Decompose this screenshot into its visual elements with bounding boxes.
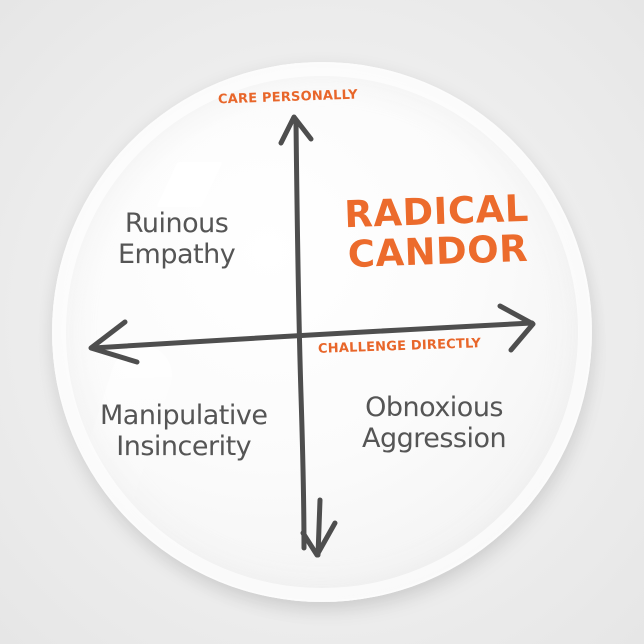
quadrant-label-line: Aggression xyxy=(362,423,507,454)
quadrant-ruinous-empathy: Ruinous Empathy xyxy=(118,208,236,270)
quadrant-label-line: Obnoxious xyxy=(365,392,503,423)
quadrant-label-line: Empathy xyxy=(118,239,236,270)
arrow-right-icon xyxy=(497,303,536,353)
quadrant-label-line: Manipulative xyxy=(100,400,268,431)
arrow-left-icon xyxy=(88,319,140,365)
quadrant-radical-candor: RADICAL CANDOR xyxy=(344,187,531,277)
quadrant-label-line: Ruinous xyxy=(124,208,229,239)
quadrant-label-line: CANDOR xyxy=(347,226,529,277)
arrow-up-icon xyxy=(278,114,314,146)
horizontal-axis-line xyxy=(90,320,535,351)
quadrant-obnoxious-aggression: Obnoxious Aggression xyxy=(362,392,507,454)
arrow-down-icon xyxy=(300,497,338,558)
quadrant-manipulative-insincerity: Manipulative Insincerity xyxy=(100,400,268,462)
quadrant-label-line: Insincerity xyxy=(116,431,252,462)
vertical-axis-line xyxy=(293,119,307,551)
